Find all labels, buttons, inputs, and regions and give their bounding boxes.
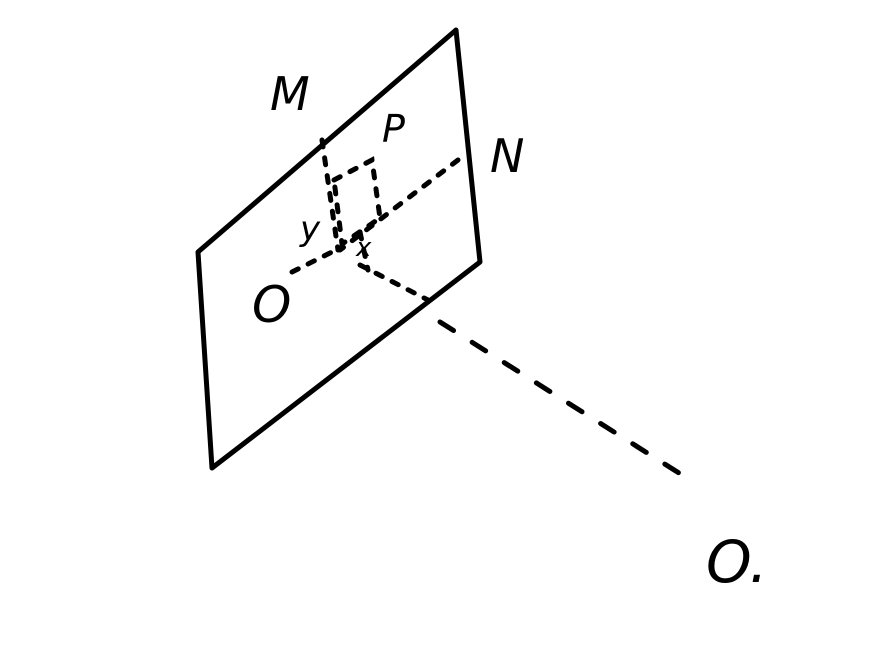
y-axis-dashed [319,137,341,253]
label-y: y [299,209,321,249]
p-projection-dashed [357,229,371,273]
label-o: O [252,276,291,334]
o-to-center-dashed [289,245,343,275]
label-n: N [490,129,524,183]
p-parallelogram [331,156,383,249]
label-m: M [270,67,310,121]
plane-outline [195,27,483,471]
label-p: P [382,107,405,151]
label-x: x [355,233,372,263]
optical-axis-dashed-outer [437,319,693,483]
label-o-prime: O. [706,528,768,596]
optical-axis-dashed-inner [357,262,431,303]
